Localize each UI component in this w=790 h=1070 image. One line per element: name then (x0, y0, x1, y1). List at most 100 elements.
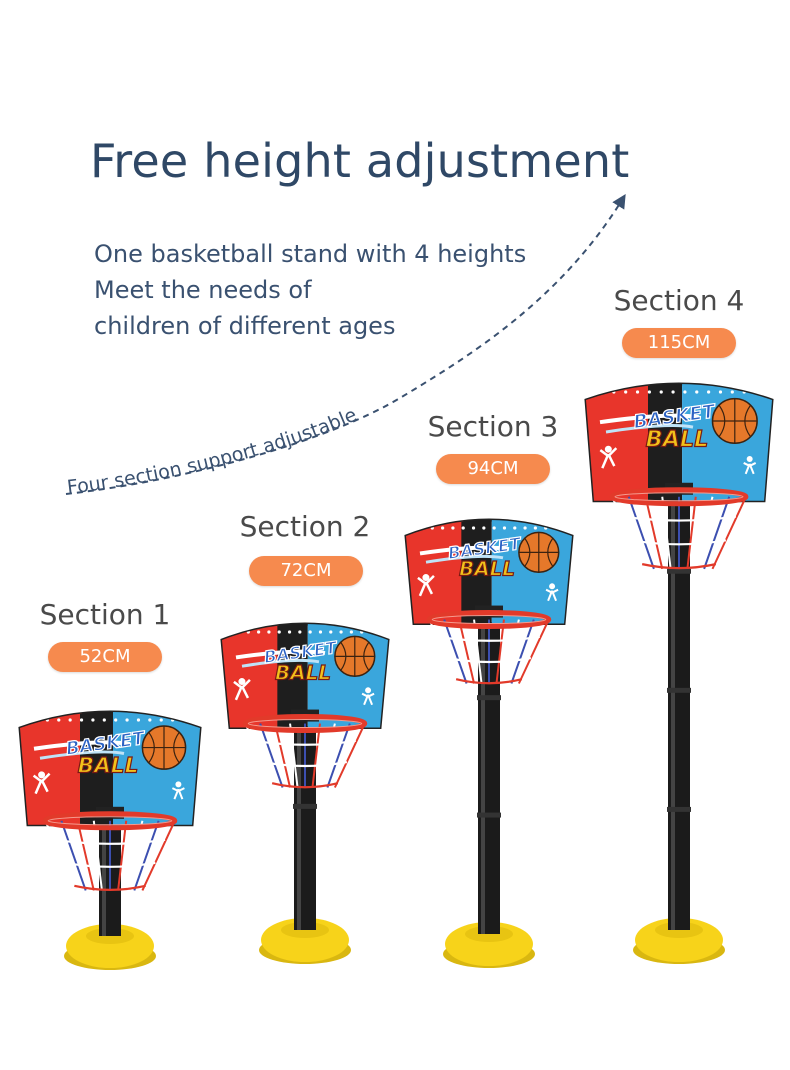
ball-seam (334, 636, 375, 677)
net-string (289, 723, 299, 788)
net-string (141, 820, 176, 891)
backboard-red-panel (586, 384, 650, 501)
section-2-label: Section 2 (239, 510, 371, 543)
star-dot (502, 526, 507, 530)
net-string (428, 619, 461, 684)
wing-swoosh (235, 649, 326, 660)
ball-seam (524, 538, 554, 567)
net-string (125, 820, 144, 891)
star-dot (308, 630, 312, 634)
ball-seam (148, 732, 180, 764)
star-dot (159, 718, 163, 722)
star-dot (659, 390, 663, 394)
net-string (502, 619, 520, 684)
player-silhouette-icon (417, 575, 435, 597)
growth-arrow (65, 199, 623, 495)
wing-swoosh (599, 413, 700, 425)
star-dot (114, 718, 118, 722)
net-string (133, 820, 160, 891)
star-dot (624, 390, 628, 394)
player-silhouette-icon (32, 772, 51, 795)
star-dot (257, 630, 261, 634)
player-silhouette-icon (604, 445, 612, 453)
pole-highlight (102, 777, 106, 936)
star-dot (339, 630, 343, 634)
wing-swoosh (39, 750, 125, 760)
hoop-net (44, 820, 176, 891)
net-string (495, 619, 505, 684)
player-silhouette-icon (233, 679, 251, 701)
subtitle-line-1: One basketball stand with 4 heights (94, 240, 527, 268)
net-string (458, 619, 476, 684)
net-string (244, 723, 277, 788)
net-ring (631, 539, 727, 546)
star-dot (647, 390, 651, 394)
net-string (92, 820, 103, 891)
net-string (473, 619, 483, 684)
net-string (694, 496, 714, 570)
net-ring (438, 635, 540, 642)
ball-seam (718, 404, 751, 437)
net-string (661, 496, 672, 569)
player-silhouette-icon (365, 687, 372, 694)
backboard-black-panel (80, 712, 113, 825)
star-dot (482, 526, 486, 530)
section-2-height-badge: 72CM (249, 556, 363, 586)
star-dot (267, 630, 271, 634)
backboard-text-bottom: BALL (646, 427, 709, 453)
ball-seam (142, 725, 186, 770)
star-dot (461, 526, 465, 530)
net-string (711, 496, 747, 570)
net-string (517, 619, 550, 684)
star-dot (277, 630, 281, 634)
star-dot (125, 718, 129, 722)
net-string (117, 820, 128, 891)
backboard-black-panel (648, 384, 683, 501)
player-silhouette-icon (599, 447, 618, 469)
star-dot (329, 630, 333, 634)
hoop-rim-highlight (614, 492, 744, 502)
hoop-rim-highlight (47, 816, 173, 826)
net-string (611, 496, 647, 570)
ball-seam (518, 532, 559, 573)
star-dot (471, 526, 476, 530)
pole-joint (667, 568, 691, 574)
net-string (686, 496, 697, 569)
player-silhouette-icon (743, 462, 757, 475)
hoop-rim (242, 714, 368, 734)
star-dot (671, 390, 675, 394)
player-silhouette-icon (746, 456, 753, 463)
star-dot (318, 630, 323, 634)
star-dot (287, 630, 292, 634)
net-string (311, 723, 321, 788)
star-dot (136, 718, 141, 722)
net-string (326, 723, 351, 788)
net-ring (254, 739, 356, 746)
net-ring (64, 861, 156, 868)
star-dot (441, 526, 445, 530)
pole-joint (667, 806, 691, 812)
net-ring (271, 782, 339, 789)
ball-seam (340, 642, 370, 671)
subtitle-line-3: children of different ages (94, 312, 396, 340)
backboard-red-panel (20, 712, 82, 825)
net-string (644, 496, 664, 570)
star-dot (533, 526, 537, 530)
star-dot (451, 526, 455, 530)
section-4-label: Section 4 (613, 284, 745, 317)
hoop-rim (42, 811, 178, 831)
net-string (333, 723, 366, 788)
section-3-height-badge: 94CM (436, 454, 550, 484)
star-dot (730, 390, 734, 394)
star-dot (635, 390, 640, 394)
star-dot (349, 630, 353, 634)
net-string (510, 619, 535, 684)
hoop-net (428, 619, 550, 685)
wing-swoosh (419, 545, 510, 556)
hoop-rim-highlight (247, 719, 363, 729)
